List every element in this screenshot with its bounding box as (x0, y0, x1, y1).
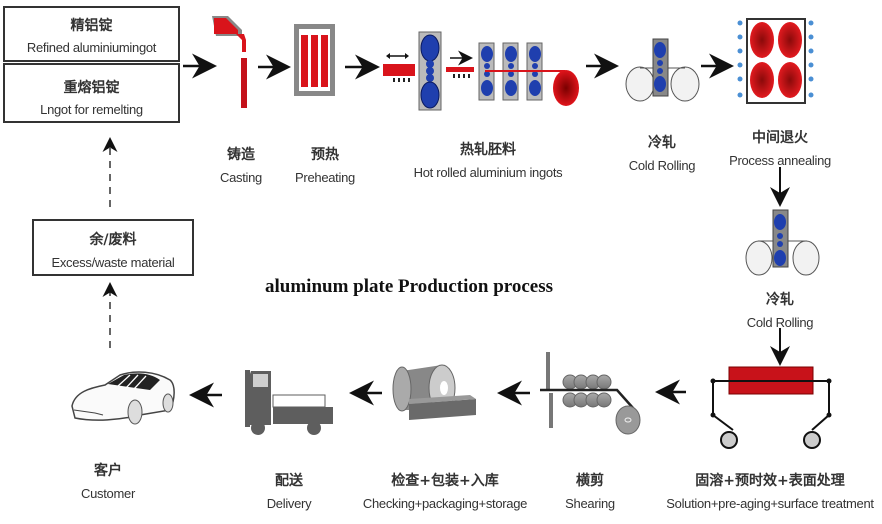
preheating-zh: 预热 (310, 147, 339, 163)
customer-car-icon (71, 371, 175, 425)
remelting-ingot-zh: 重熔铝锭 (63, 80, 120, 96)
step-label-checking: 检查+包装+入库 Checking+packaging+storage (362, 470, 528, 511)
waste-material-zh: 余/废料 (89, 232, 137, 248)
preheating-icon (294, 24, 335, 96)
step-label-shearing: 横剪 Shearing (565, 470, 615, 511)
solution-treatment-icon (710, 366, 832, 449)
delivery-zh: 配送 (275, 473, 303, 489)
step-label-preheating: 预热 Preheating (295, 144, 355, 185)
cold-rolling-zh: 冷轧 (648, 135, 676, 151)
step-label-hot-rolling: 热轧胚料 Hot rolled aluminium ingots (414, 139, 563, 180)
delivery-en: Delivery (266, 496, 312, 511)
shearing-zh: 横剪 (575, 473, 604, 489)
step-label-solution: 固溶+预时效+表面处理 Solution+pre-aging+surface t… (666, 470, 874, 511)
annealing-zh: 中间退火 (751, 130, 808, 146)
remelting-ingot-en: Lngot for remelting (40, 102, 143, 117)
step-label-customer: 客户 Customer (81, 460, 135, 501)
preheating-en: Preheating (295, 170, 355, 185)
packaging-icon (392, 364, 476, 420)
hot-rolling-icon (383, 31, 579, 111)
remelting-ingot-box: 重熔铝锭 Lngot for remelting (3, 63, 180, 123)
waste-material-en: Excess/waste material (51, 255, 175, 270)
step-label-delivery: 配送 Delivery (267, 470, 312, 511)
cold-rolling-2-icon (745, 209, 820, 276)
solution-zh: 固溶+预时效+表面处理 (695, 473, 845, 489)
step-label-cold-rolling-2: 冷轧 Cold Rolling (747, 289, 814, 330)
casting-zh: 铸造 (226, 147, 255, 163)
annealing-en: Process annealing (729, 153, 831, 168)
casting-en: Casting (220, 170, 262, 185)
cold-rolling-2-zh: 冷轧 (766, 292, 794, 308)
cold-rolling-en: Cold Rolling (628, 158, 696, 173)
hot-rolling-zh: 热轧胚料 (459, 142, 516, 158)
step-label-cold-rolling: 冷轧 Cold Rolling (629, 132, 696, 173)
customer-zh: 客户 (93, 463, 122, 479)
shearing-en: Shearing (565, 496, 615, 511)
delivery-truck-icon (245, 370, 333, 435)
cold-rolling-icon (625, 38, 700, 102)
waste-material-box: 余/废料 Excess/waste material (32, 219, 194, 276)
cold-rolling-2-en: Cold Rolling (746, 315, 814, 330)
customer-en: Customer (81, 486, 135, 501)
shearing-icon (540, 352, 641, 435)
checking-en: Checking+packaging+storage (362, 496, 528, 511)
hot-rolling-en: Hot rolled aluminium ingots (413, 165, 563, 180)
diagram-title: aluminum plate Production process (265, 276, 554, 297)
refined-ingot-en: Refined aluminiumingot (26, 40, 157, 55)
step-label-annealing: 中间退火 Process annealing (729, 127, 831, 168)
refined-ingot-box: 精铝锭 Refined aluminiumingot (3, 6, 180, 62)
solution-en: Solution+pre-aging+surface treatment (666, 496, 874, 511)
casting-icon (212, 16, 247, 108)
checking-zh: 检查+包装+入库 (391, 473, 499, 489)
refined-ingot-zh: 精铝锭 (70, 18, 113, 34)
annealing-icon (737, 18, 814, 104)
step-label-casting: 铸造 Casting (220, 144, 262, 185)
